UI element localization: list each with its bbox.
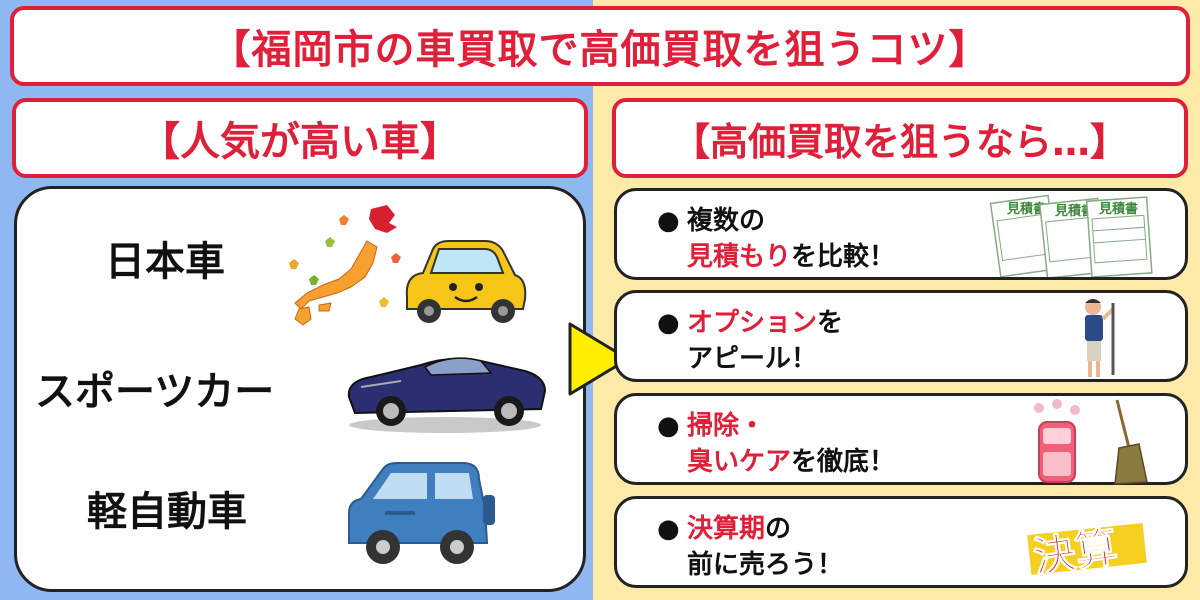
tip-line2: を比較！	[791, 242, 896, 272]
tip-line1: を	[817, 308, 844, 338]
tip-card-fiscal: ●決算期の 前に売ろう！ 決算	[614, 496, 1188, 588]
tip-card-cleaning: ●掃除・ 臭いケアを徹底！	[614, 393, 1188, 485]
estimate-label-3: 見積書	[1098, 201, 1138, 217]
yellow-car-icon	[405, 240, 527, 323]
tip-line2: 前に売ろう！	[687, 550, 844, 580]
kessan-stamp-icon: 決算	[1027, 521, 1147, 583]
sports-car-icon	[347, 357, 547, 433]
arrow-right-icon	[568, 322, 630, 396]
car-label-kei: 軽自動車	[87, 489, 247, 535]
car-label-sports: スポーツカー	[35, 369, 275, 415]
tip-line2-red: 臭いケア	[687, 447, 792, 477]
bullet: ●	[657, 514, 680, 544]
bullet: ●	[657, 411, 680, 441]
tip-line1-red: 決算期	[687, 514, 766, 544]
page-title: 【福岡市の車買取で高価買取を狙うコツ】	[10, 6, 1190, 86]
popular-cars-header: 【人気が高い車】	[12, 98, 588, 178]
tip-line2-red: 見積もり	[687, 242, 792, 272]
tip-card-options: ●オプションを アピール！	[614, 290, 1188, 382]
bullet: ●	[657, 206, 680, 236]
bullet: ●	[657, 308, 680, 338]
air-freshener-icon	[1034, 399, 1080, 483]
estimate-label-1: 見積書	[1006, 201, 1046, 217]
tip-line2: を徹底！	[791, 447, 896, 477]
kessan-label: 決算	[1030, 522, 1120, 582]
blue-car-icon	[348, 462, 495, 564]
tip-line1: の	[765, 514, 792, 544]
man-with-stand-icon	[1085, 299, 1115, 377]
estimate-label-2: 見積書	[1054, 203, 1094, 219]
tip-line2: アピール！	[687, 344, 818, 374]
estimate-documents-icon: 見積書 見積書 見積書	[989, 194, 1153, 277]
tip-line1-red: 掃除・	[687, 411, 766, 441]
japan-map-icon	[289, 205, 401, 326]
high-price-header: 【高価買取を狙うなら…】	[612, 98, 1188, 178]
popular-cars-panel: 日本車 スポーツカー 軽自動車	[14, 186, 586, 592]
tip-line1-red: オプション	[687, 308, 818, 338]
car-label-japanese: 日本車	[105, 239, 225, 285]
tip-card-estimates: ●複数の 見積もりを比較！ 見積書 見積書 見積書	[614, 188, 1188, 280]
broom-icon	[1114, 399, 1148, 485]
tip-line1: 複数の	[687, 206, 766, 236]
